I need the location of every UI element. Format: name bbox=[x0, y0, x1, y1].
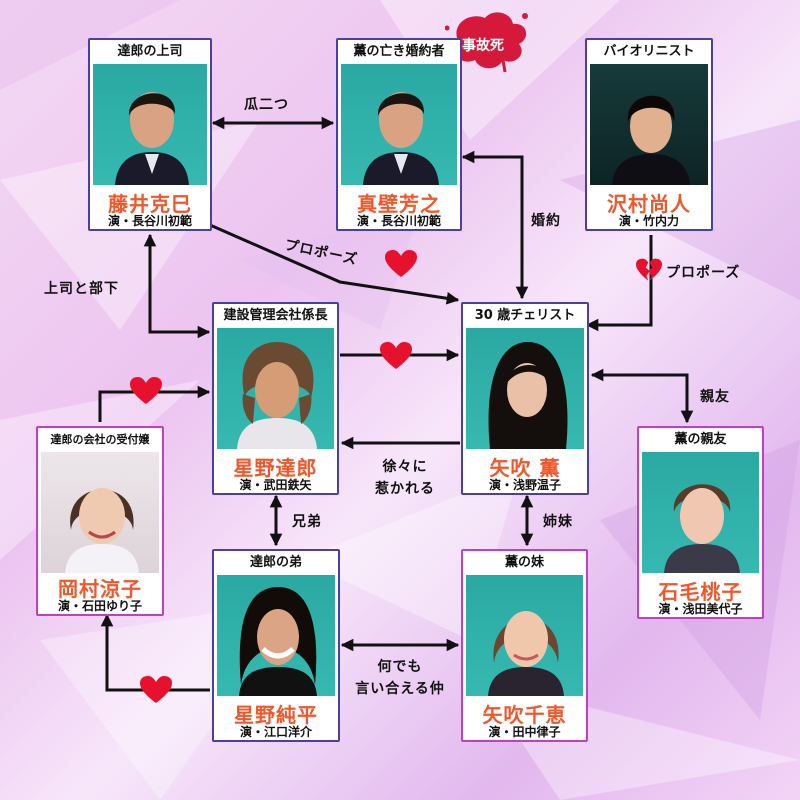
card-momoko: 薫の親友 石毛桃子 演・浅田美代子 bbox=[637, 426, 764, 619]
card-ryoko: 達郎の会社の受付嬢 岡村涼子 演・石田ゆり子 bbox=[36, 426, 164, 616]
card-actor: 演・田中律子 bbox=[488, 725, 561, 739]
arrow-konyaku bbox=[461, 150, 529, 300]
arrow-joushi-buka bbox=[143, 233, 211, 339]
label-nandemo-line1: 何でも bbox=[377, 659, 423, 675]
card-role: バイオリニスト bbox=[603, 44, 695, 59]
card-chie: 薫の妹 矢吹千恵 演・田中律子 bbox=[461, 549, 588, 742]
portrait-icon bbox=[363, 92, 439, 185]
card-name: 岡村涼子 bbox=[58, 577, 142, 601]
portrait-icon bbox=[237, 342, 317, 449]
heart-icon-propose bbox=[385, 250, 417, 277]
card-name: 矢吹 薫 bbox=[489, 456, 561, 480]
card-actor: 演・武田鉄矢 bbox=[239, 478, 312, 492]
portrait-icon bbox=[664, 484, 740, 573]
card-fujii: 達郎の上司 藤井克巳 演・長谷川初範 bbox=[88, 38, 212, 231]
card-role: 薫の亡き婚約者 bbox=[353, 44, 445, 59]
card-tatsuro: 建設管理会社係長 星野達郎 演・武田鉄矢 bbox=[212, 302, 339, 495]
label-jojo-line2: 惹かれる bbox=[375, 481, 435, 497]
portrait-icon bbox=[488, 611, 564, 696]
portrait-icon bbox=[239, 587, 317, 696]
portrait-icon bbox=[488, 342, 568, 449]
arrow-shinyu bbox=[590, 368, 694, 424]
label-jojo-line1: 徐々に bbox=[382, 459, 428, 475]
photo-kaoru bbox=[466, 328, 584, 449]
card-name: 矢吹千恵 bbox=[482, 703, 567, 727]
broken-heart-icon bbox=[636, 258, 662, 281]
label-uri-futatsu: 瓜二つ bbox=[244, 97, 289, 113]
card-role: 達郎の弟 bbox=[249, 555, 302, 570]
label-shimai: 姉妹 bbox=[543, 514, 573, 530]
card-name: 星野達郎 bbox=[233, 456, 318, 480]
portrait-icon bbox=[115, 92, 189, 185]
card-makabe: 薫の亡き婚約者 真壁芳之 演・長谷川初範 bbox=[336, 38, 462, 231]
photo-fujii bbox=[93, 64, 207, 185]
label-shinyu: 親友 bbox=[700, 389, 730, 405]
portrait-icon bbox=[612, 95, 690, 185]
label-jojo: 徐々に 惹かれる bbox=[360, 456, 450, 500]
card-actor: 演・浅田美代子 bbox=[658, 602, 743, 616]
label-nandemo: 何でも 言い合える仲 bbox=[342, 656, 458, 700]
arrow-propose-fujii bbox=[209, 223, 460, 305]
photo-momoko bbox=[642, 452, 759, 573]
accident-badge-label: 事故死 bbox=[462, 38, 504, 54]
photo-chie bbox=[466, 575, 583, 696]
card-actor: 演・石田ゆり子 bbox=[57, 599, 142, 613]
card-kaoru: 30 歳チェリスト 矢吹 薫 演・浅野温子 bbox=[461, 302, 589, 495]
label-konyaku: 婚約 bbox=[531, 213, 561, 229]
heart-icon-tatsuro bbox=[380, 342, 412, 369]
card-role: 30 歳チェリスト bbox=[474, 308, 576, 323]
arrow-junpei-to-ryoko bbox=[100, 613, 210, 692]
card-name: 藤井克巳 bbox=[108, 192, 192, 216]
card-actor: 演・浅野温子 bbox=[488, 478, 561, 492]
card-name: 星野純平 bbox=[234, 703, 318, 727]
card-role: 建設管理会社係長 bbox=[223, 308, 328, 323]
label-propose-sawamura: プロポーズ bbox=[666, 265, 741, 281]
photo-tatsuro bbox=[217, 328, 334, 449]
heart-icon-ryoko bbox=[130, 377, 162, 404]
card-sawamura: バイオリニスト 沢村尚人 演・竹内力 bbox=[585, 38, 713, 231]
card-role: 達郎の会社の受付嬢 bbox=[50, 433, 150, 446]
card-junpei: 達郎の弟 星野純平 演・江口洋介 bbox=[212, 549, 340, 742]
label-joushi-buka: 上司と部下 bbox=[44, 281, 119, 297]
card-actor: 演・長谷川初範 bbox=[356, 214, 441, 228]
label-nandemo-line2: 言い合える仲 bbox=[355, 681, 445, 697]
card-actor: 演・江口洋介 bbox=[239, 725, 312, 739]
photo-ryoko bbox=[41, 452, 159, 573]
card-name: 沢村尚人 bbox=[607, 192, 691, 216]
card-role: 薫の妹 bbox=[504, 555, 544, 570]
portrait-icon bbox=[65, 488, 139, 573]
photo-junpei bbox=[217, 575, 335, 696]
card-role: 達郎の上司 bbox=[117, 44, 183, 59]
heart-icon-junpei bbox=[140, 676, 172, 703]
photo-makabe bbox=[341, 64, 457, 185]
arrow-ryoko-to-tatsuro bbox=[98, 385, 211, 422]
card-actor: 演・長谷川初範 bbox=[107, 214, 192, 228]
card-name: 石毛桃子 bbox=[658, 580, 743, 604]
card-role: 薫の親友 bbox=[674, 432, 727, 447]
card-name: 真壁芳之 bbox=[357, 192, 441, 216]
label-kyoudai: 兄弟 bbox=[292, 514, 322, 530]
photo-sawamura bbox=[590, 64, 708, 185]
card-actor: 演・竹内力 bbox=[618, 214, 679, 228]
